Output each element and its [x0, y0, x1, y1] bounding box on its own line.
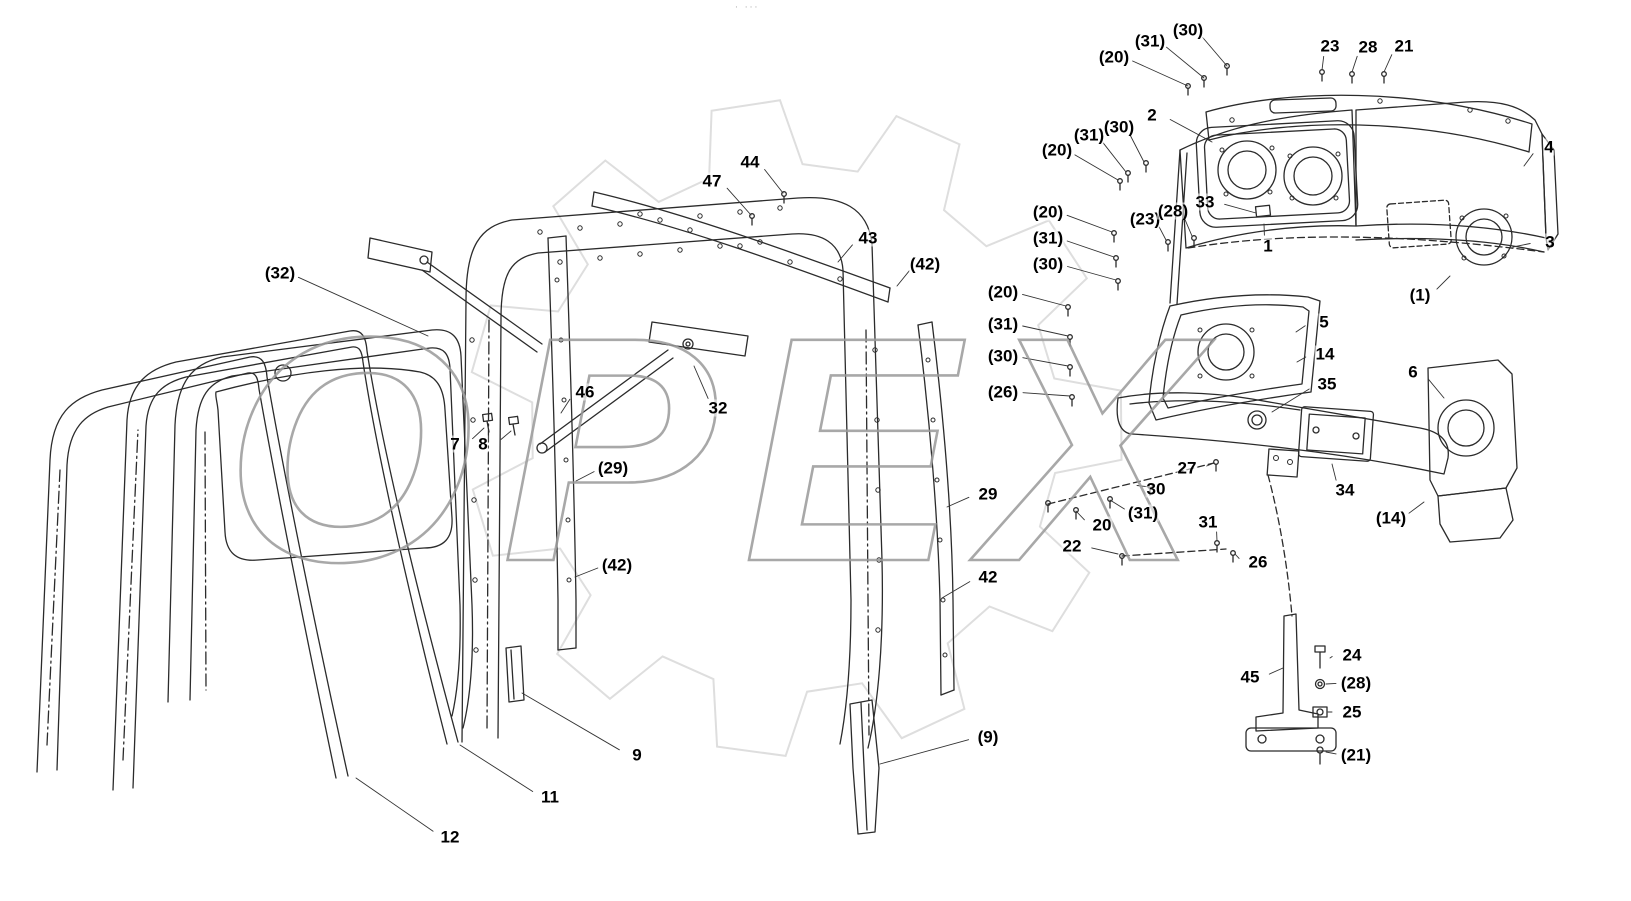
tiny-watermark: · ··· — [735, 3, 760, 13]
exploded-view-art — [36, 37, 1559, 835]
tool-box — [1297, 406, 1375, 462]
front-left-frame — [167, 329, 474, 729]
cross-rod — [481, 321, 749, 454]
top-rail — [591, 191, 891, 303]
fastener-set — [1312, 645, 1328, 765]
front-cowl — [1116, 94, 1559, 543]
side-strip-left — [547, 235, 577, 651]
mount-bracket — [1245, 474, 1337, 765]
leader-lines — [297, 37, 1534, 832]
opex-watermark: OPEX — [225, 270, 1226, 628]
main-rear-frame — [461, 196, 884, 749]
headlamp-bezel — [1195, 120, 1359, 228]
left-frame-middle — [112, 330, 459, 791]
bumper — [1116, 392, 1449, 478]
left-frame-outer — [36, 356, 349, 779]
bottom-strip-right — [849, 699, 880, 835]
bracket-base — [1245, 727, 1337, 752]
support-rod — [367, 237, 543, 353]
gear-watermark — [470, 99, 1123, 758]
side-strip-right — [917, 321, 955, 696]
bottom-strip-left — [505, 645, 525, 703]
